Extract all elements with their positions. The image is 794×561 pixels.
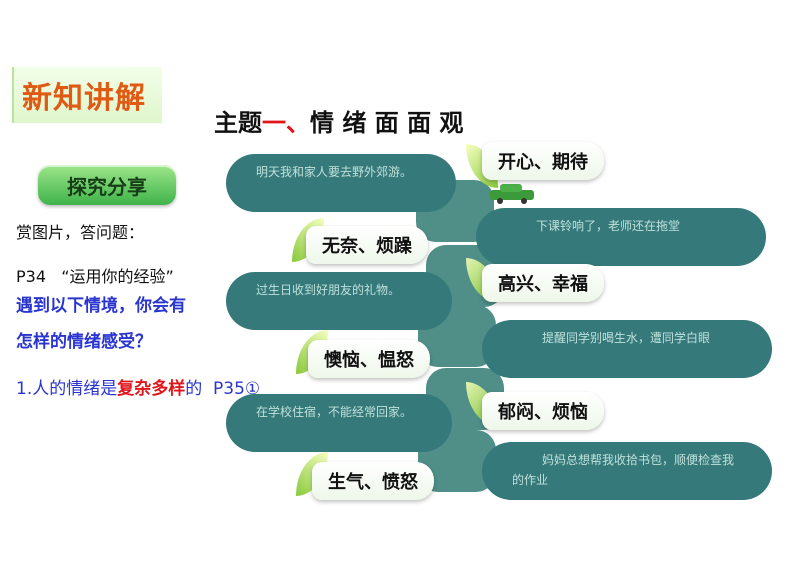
- scene-text: 下课铃响了，老师还在拖堂: [536, 219, 681, 233]
- badge-label: 新知讲解: [22, 81, 146, 116]
- topic-prefix: 主题: [214, 109, 262, 137]
- scene-text: 过生日收到好朋友的礼物。: [256, 283, 401, 297]
- emotion-tag-2: 无奈、烦躁: [306, 226, 428, 264]
- conclusion-part-a: 1.人的情绪是: [16, 379, 118, 399]
- conclusion-line: 1.人的情绪是复杂多样的 P35①: [16, 374, 260, 399]
- explore-share-button: 探究分享: [38, 165, 176, 205]
- question-line-2: 怎样的情绪感受？: [16, 332, 152, 352]
- topic-title: 主题一、情 绪 面 面 观: [214, 103, 463, 138]
- scene-pill-5: 在学校住宿，不能经常回家。: [226, 394, 452, 452]
- topic-number: 一、: [262, 109, 310, 137]
- scene-pill-4: 提醒同学别喝生水，遭同学白眼: [482, 320, 772, 378]
- scene-text: 在学校住宿，不能经常回家。: [256, 405, 413, 419]
- scene-pill-3: 过生日收到好朋友的礼物。: [226, 272, 452, 330]
- question-line-1: 遇到以下情境，你会有: [16, 296, 186, 316]
- emotion-diagram: 明天我和家人要去野外郊游。 下课铃响了，老师还在拖堂 过生日收到好朋友的礼物。 …: [226, 140, 776, 520]
- emotion-tag-4: 懊恼、愠怒: [308, 340, 430, 378]
- scene-text: 明天我和家人要去野外郊游。: [256, 165, 413, 179]
- topic-name: 情 绪 面 面 观: [310, 109, 464, 137]
- emotion-tag-1: 开心、期待: [482, 142, 604, 180]
- car-icon: [490, 184, 534, 204]
- conclusion-highlight: 复杂多样: [117, 379, 186, 399]
- new-knowledge-badge: 新知讲解: [12, 67, 162, 123]
- scene-pill-6: 妈妈总想帮我收拾书包，顺便检查我的作业: [482, 442, 772, 500]
- emotion-tag-5: 郁闷、烦恼: [482, 392, 604, 430]
- scene-text: 提醒同学别喝生水，遭同学白眼: [542, 331, 711, 345]
- explore-label: 探究分享: [67, 174, 147, 199]
- emotion-tag-3: 高兴、幸福: [482, 264, 604, 302]
- instruction-line: 赏图片，答问题：: [16, 223, 145, 242]
- scene-pill-1: 明天我和家人要去野外郊游。: [226, 154, 456, 212]
- scene-text: 妈妈总想帮我收拾书包，顺便检查我的作业: [512, 453, 735, 487]
- emotion-tag-6: 生气、愤怒: [312, 462, 434, 500]
- page-reference-line: P34 “运用你的经验”: [16, 267, 174, 286]
- scene-pill-2: 下课铃响了，老师还在拖堂: [476, 208, 766, 266]
